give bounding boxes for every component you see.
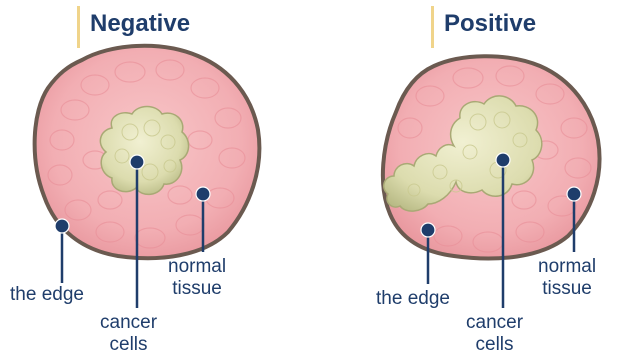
cancer-label-line2: cells xyxy=(100,334,157,356)
positive-tissue-diagram xyxy=(310,0,619,360)
cancer-marker xyxy=(496,153,510,167)
cancer-cells-label: cancer cells xyxy=(100,312,157,356)
normal-marker xyxy=(567,187,581,201)
edge-marker xyxy=(55,219,69,233)
normal-tissue-label: normal tissue xyxy=(538,256,596,300)
negative-tissue-diagram xyxy=(0,0,310,360)
edge-marker xyxy=(421,223,435,237)
normal-label-line2: tissue xyxy=(538,278,596,300)
cancer-label-line2: cells xyxy=(466,334,523,356)
cancer-cells-cluster xyxy=(100,107,188,195)
cancer-label-line1: cancer xyxy=(100,312,157,334)
edge-label: the edge xyxy=(376,288,450,310)
edge-label: the edge xyxy=(10,284,84,306)
normal-label-line1: normal xyxy=(538,256,596,278)
cancer-label-line1: cancer xyxy=(466,312,523,334)
normal-label-line1: normal xyxy=(168,256,226,278)
cancer-cells-label: cancer cells xyxy=(466,312,523,356)
normal-tissue-label: normal tissue xyxy=(168,256,226,300)
negative-panel: Negative xyxy=(0,0,310,360)
cancer-marker xyxy=(130,155,144,169)
normal-label-line2: tissue xyxy=(168,278,226,300)
positive-panel: Positive xyxy=(310,0,619,360)
normal-marker xyxy=(196,187,210,201)
